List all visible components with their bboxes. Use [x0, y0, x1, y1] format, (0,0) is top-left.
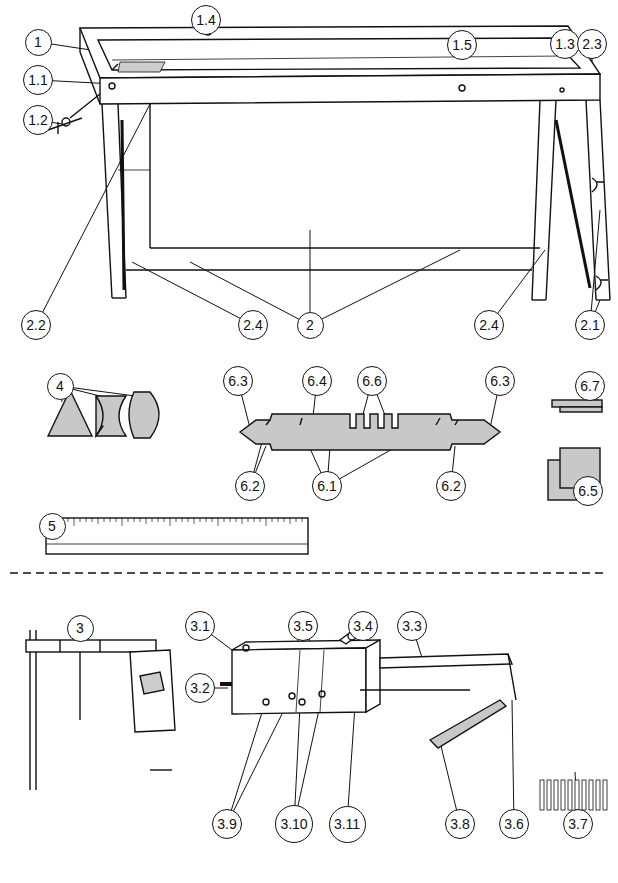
callout-label: 2 [306, 318, 314, 332]
callout-number: 2.4 [238, 310, 268, 340]
callout-label: 3.4 [353, 619, 372, 633]
callout-number: 6.4 [302, 366, 332, 396]
callout-number: 2.2 [21, 310, 51, 340]
callout-number: 3 [67, 615, 94, 642]
callout-label: 6.5 [578, 484, 597, 498]
ruler [46, 518, 308, 554]
support-plate [240, 414, 500, 450]
callout-label: 3.5 [293, 619, 312, 633]
callout-number: 6.6 [357, 366, 387, 396]
callout-label: 6.6 [362, 374, 381, 388]
callout-label: 3.7 [568, 817, 587, 831]
callout-number: 1.5 [447, 30, 477, 60]
callout-number: 2.3 [577, 29, 607, 59]
callout-number: 3.8 [445, 809, 475, 839]
callout-label: 2.4 [243, 318, 262, 332]
callout-label: 2.1 [580, 318, 599, 332]
callout-number: 6.7 [575, 371, 605, 401]
callout-number: 3.6 [499, 809, 529, 839]
callout-label: 2.4 [479, 318, 498, 332]
callout-label: 3.8 [450, 817, 469, 831]
callout-number: 1.4 [191, 5, 221, 35]
callout-label: 6.7 [580, 379, 599, 393]
tray-frame [80, 26, 600, 104]
callout-label: 1.1 [28, 73, 47, 87]
callout-label: 6.2 [240, 479, 259, 493]
callout-number: 3.5 [288, 611, 318, 641]
callout-label: 3 [76, 621, 84, 635]
callout-label: 6.1 [317, 479, 336, 493]
callout-label: 3.6 [504, 817, 523, 831]
callout-number: 1 [25, 29, 52, 56]
callout-number: 3.7 [563, 809, 593, 839]
callout-number: 6.5 [573, 476, 603, 506]
callout-number: 3.10 [275, 805, 313, 843]
callout-number: 1.1 [23, 65, 53, 95]
callout-number: 4 [47, 373, 74, 400]
callout-label: 6.3 [490, 374, 509, 388]
callout-label: 3.3 [402, 619, 421, 633]
callout-number: 6.2 [436, 471, 466, 501]
callout-label: 3.10 [280, 817, 307, 831]
callout-label: 3.2 [190, 681, 209, 695]
callout-label: 1.2 [28, 113, 47, 127]
leader-lines [36, 20, 600, 824]
divider [10, 572, 608, 573]
callout-number: 6.3 [223, 366, 253, 396]
callout-number: 3.4 [348, 611, 378, 641]
callout-number: 3.9 [212, 809, 242, 839]
callout-number: 3.3 [397, 611, 427, 641]
callout-label: 6.2 [441, 479, 460, 493]
callout-number: 5 [39, 513, 66, 540]
drain-tap [48, 94, 100, 134]
callout-label: 3.1 [190, 619, 209, 633]
callout-label: 4 [56, 379, 64, 393]
callout-number: 1.3 [550, 29, 580, 59]
callout-label: 1.3 [555, 37, 574, 51]
callout-number: 2.1 [575, 310, 605, 340]
callout-number: 6.2 [235, 471, 265, 501]
callout-label: 3.11 [334, 817, 360, 831]
mounted-slide [26, 630, 175, 790]
callout-label: 5 [48, 519, 56, 533]
callout-number: 6.1 [312, 471, 342, 501]
callout-number: 6.3 [485, 366, 515, 396]
callout-label: 6.3 [228, 374, 247, 388]
callout-label: 6.4 [307, 374, 326, 388]
callout-label: 2.3 [582, 37, 601, 51]
callout-label: 1 [34, 35, 42, 49]
table-stand [102, 100, 610, 300]
callout-label: 3.9 [217, 817, 236, 831]
callout-number: 2.4 [474, 310, 504, 340]
callout-label: 1.4 [196, 13, 215, 27]
callout-number: 1.2 [23, 105, 53, 135]
callout-number: 3.11 [329, 806, 366, 843]
slide-carriage [220, 628, 607, 810]
callout-label: 2.2 [26, 318, 45, 332]
callout-number: 3.1 [185, 611, 215, 641]
callout-number: 2 [297, 312, 324, 339]
callout-label: 1.5 [452, 38, 471, 52]
callout-number: 3.2 [185, 673, 215, 703]
